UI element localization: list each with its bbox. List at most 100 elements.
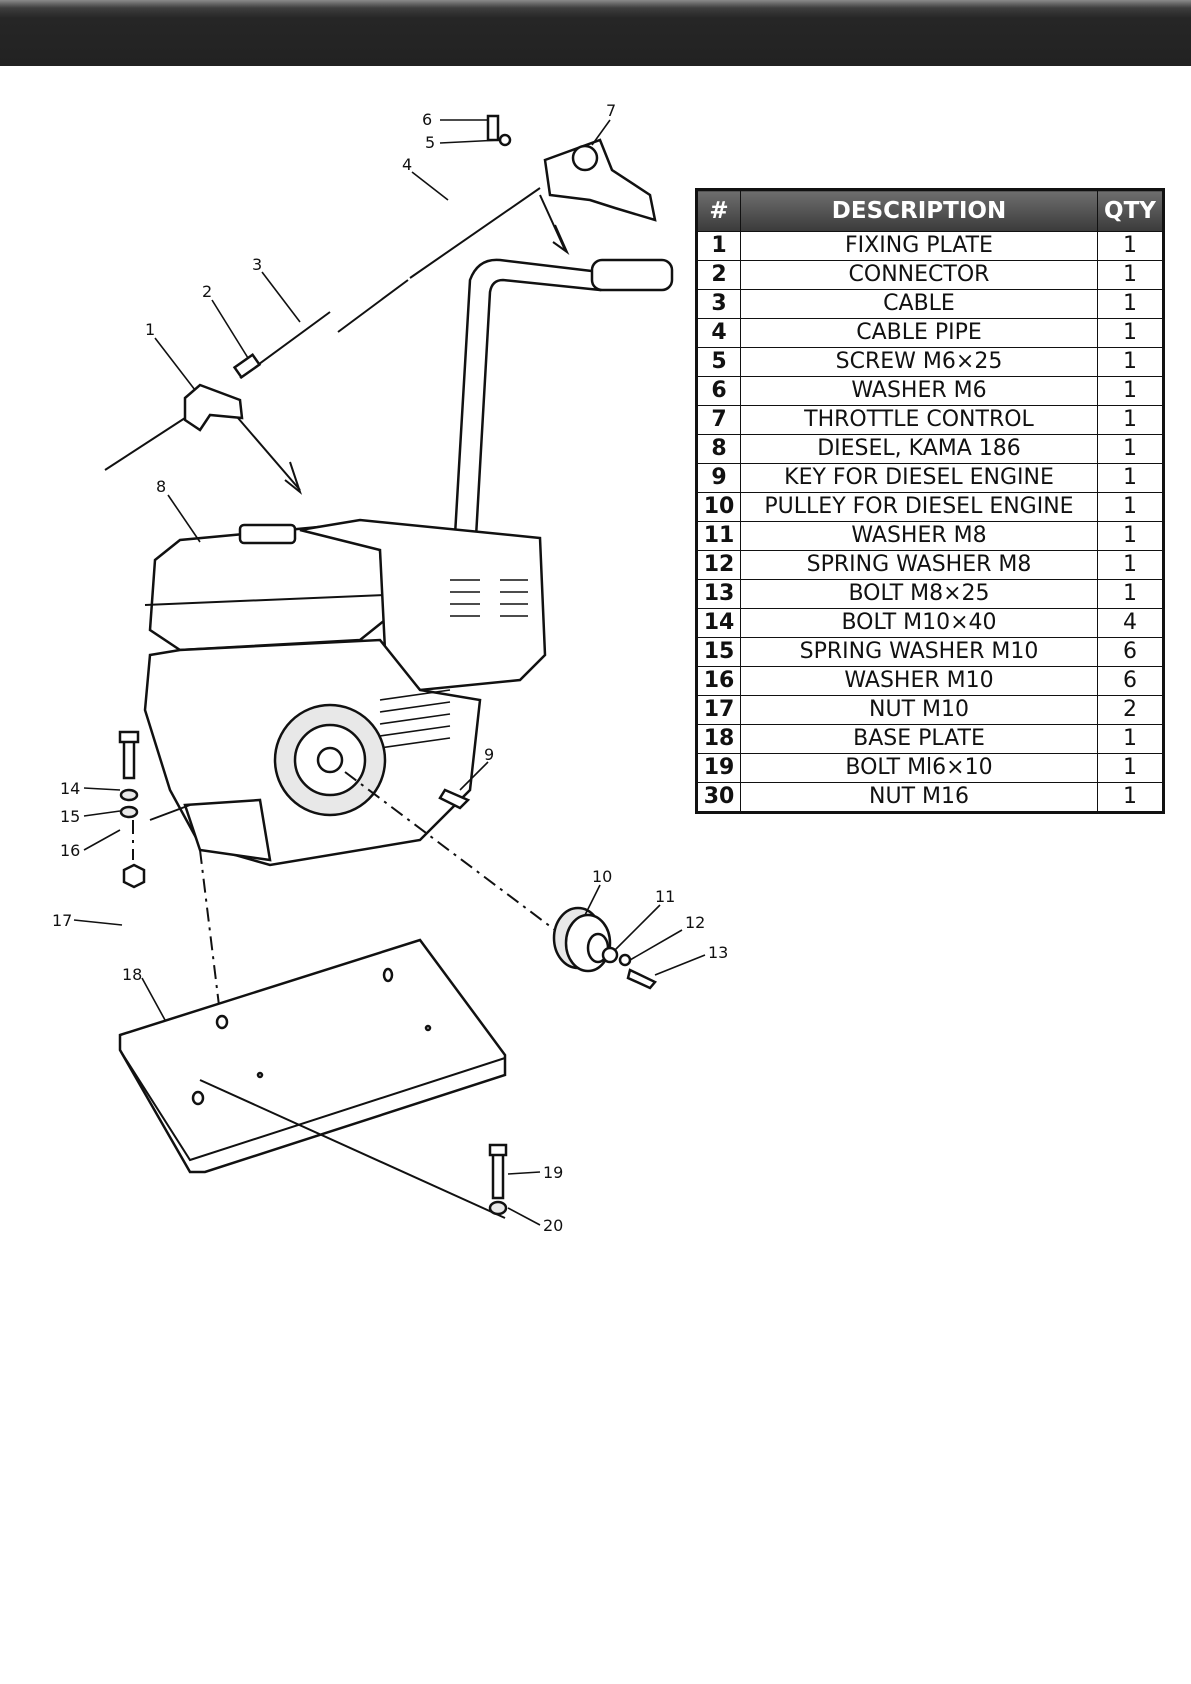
row-number: 14 [696, 608, 741, 638]
row-description: BOLT M10×40 [740, 608, 1098, 638]
row-description: PULLEY FOR DIESEL ENGINE [740, 492, 1098, 522]
row-description: BOLT Ml6×10 [740, 753, 1098, 783]
callout-11: 11 [655, 887, 675, 906]
callout-18: 18 [122, 965, 142, 984]
row-qty: 1 [1097, 289, 1164, 319]
callout-13: 13 [708, 943, 728, 962]
row-number: 18 [696, 724, 741, 754]
engine-key [438, 788, 471, 810]
row-description: NUT M16 [740, 782, 1098, 813]
callout-6: 6 [422, 110, 432, 129]
callout-5: 5 [425, 133, 435, 152]
row-number: 10 [696, 492, 741, 522]
row-number: 9 [696, 463, 741, 493]
row-description: CABLE PIPE [740, 318, 1098, 348]
header-qty: QTY [1097, 189, 1164, 232]
callout-4: 4 [402, 155, 412, 174]
callout-16: 16 [60, 841, 80, 860]
callout-1: 1 [145, 320, 155, 339]
row-description: WASHER M10 [740, 666, 1098, 696]
row-number: 19 [696, 753, 741, 783]
header-number: # [696, 189, 741, 232]
row-number: 3 [696, 289, 741, 319]
callout-2: 2 [202, 282, 212, 301]
header-description: DESCRIPTION [740, 189, 1098, 232]
exploded-parts-diagram: 1 2 3 4 5 6 7 8 9 10 11 12 13 14 15 16 1… [0, 100, 760, 1340]
row-number: 16 [696, 666, 741, 696]
callout-17: 17 [52, 911, 72, 930]
row-qty: 6 [1097, 637, 1164, 667]
callout-7: 7 [606, 101, 616, 120]
row-number: 17 [696, 695, 741, 725]
row-qty: 1 [1097, 724, 1164, 754]
row-qty: 6 [1097, 666, 1164, 696]
row-description: SPRING WASHER M8 [740, 550, 1098, 580]
handle-bar [453, 258, 602, 539]
callout-9: 9 [484, 745, 494, 764]
row-description: THROTTLE CONTROL [740, 405, 1098, 435]
row-qty: 1 [1097, 260, 1164, 290]
row-qty: 4 [1097, 608, 1164, 638]
fixing-plate [183, 383, 244, 432]
row-number: 13 [696, 579, 741, 609]
row-qty: 1 [1097, 463, 1164, 493]
row-description: SPRING WASHER M10 [740, 637, 1098, 667]
engine-shroud [299, 518, 547, 692]
row-qty: 1 [1097, 579, 1164, 609]
throttle-control [543, 138, 657, 222]
callout-20: 20 [543, 1216, 563, 1235]
row-qty: 1 [1097, 318, 1164, 348]
row-description: DIESEL, KAMA 186 [740, 434, 1098, 464]
row-qty: 1 [1097, 782, 1164, 813]
row-qty: 1 [1097, 434, 1164, 464]
row-qty: 2 [1097, 695, 1164, 725]
row-number: 1 [696, 231, 741, 261]
row-number: 15 [696, 637, 741, 667]
row-number: 8 [696, 434, 741, 464]
callout-3: 3 [252, 255, 262, 274]
row-description: CONNECTOR [740, 260, 1098, 290]
callout-8: 8 [156, 477, 166, 496]
row-number: 5 [696, 347, 741, 377]
row-description: WASHER M8 [740, 521, 1098, 551]
row-qty: 1 [1097, 231, 1164, 261]
row-description: NUT M10 [740, 695, 1098, 725]
callout-10: 10 [592, 867, 612, 886]
row-number: 6 [696, 376, 741, 406]
row-description: SCREW M6×25 [740, 347, 1098, 377]
row-number: 11 [696, 521, 741, 551]
row-number: 7 [696, 405, 741, 435]
callout-19: 19 [543, 1163, 563, 1182]
row-number: 12 [696, 550, 741, 580]
callout-14: 14 [60, 779, 80, 798]
row-qty: 1 [1097, 405, 1164, 435]
row-description: CABLE [740, 289, 1098, 319]
row-description: BOLT M8×25 [740, 579, 1098, 609]
header-bar [0, 0, 1191, 66]
row-description: WASHER M6 [740, 376, 1098, 406]
row-number: 4 [696, 318, 741, 348]
row-qty: 1 [1097, 347, 1164, 377]
row-qty: 1 [1097, 550, 1164, 580]
row-description: KEY FOR DIESEL ENGINE [740, 463, 1098, 493]
row-description: FIXING PLATE [740, 231, 1098, 261]
table-header-row: # DESCRIPTION QTY [696, 189, 1164, 232]
callout-12: 12 [685, 913, 705, 932]
